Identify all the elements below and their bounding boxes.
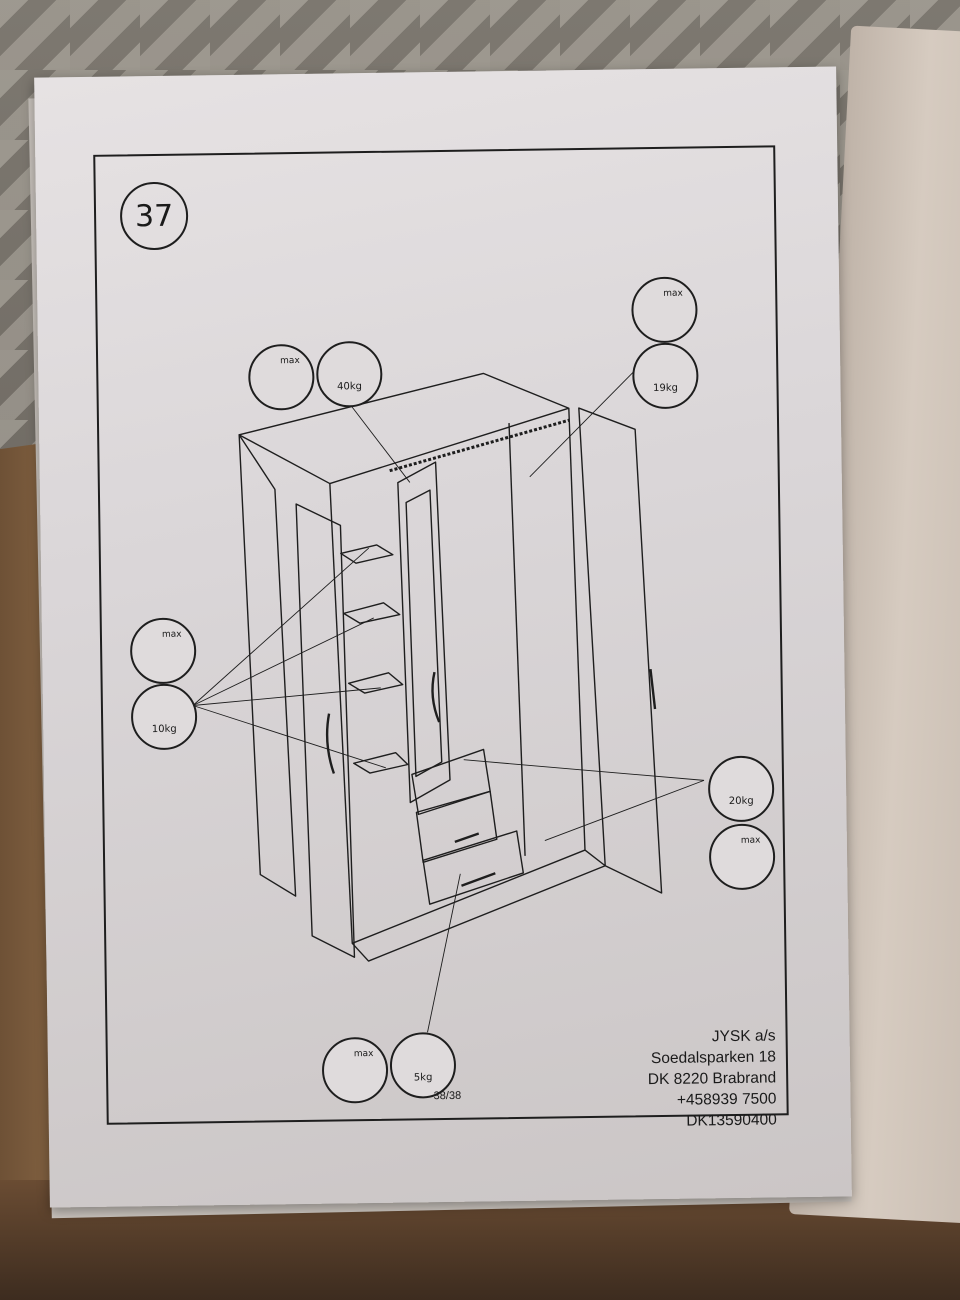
max-label: max [663, 288, 683, 299]
step-number-text: 37 [134, 198, 174, 234]
wardrobe-drawing [192, 358, 705, 1033]
company-name: JYSK a/s [711, 1027, 776, 1046]
weight-label-10kg: 10kg [151, 723, 177, 736]
company-address: JYSK a/s Soedalsparken 18 DK 8220 Brabra… [647, 1025, 777, 1132]
max-label: max [740, 835, 761, 846]
max-label: max [353, 1049, 374, 1060]
weight-label-20kg: 20kg [728, 795, 754, 808]
weight-label-40kg: 40kg [336, 381, 363, 393]
product-code: DK13590400 [686, 1111, 777, 1130]
max-label: max [280, 355, 300, 367]
weight-label-19kg: 19kg [653, 382, 679, 395]
weight-label-5kg: 5kg [413, 1072, 433, 1084]
max-label: max [161, 629, 182, 640]
page-frame: 37 max 40kg max 19kg max 10kg 20kg max [93, 145, 789, 1130]
company-street: Soedalsparken 18 [650, 1048, 777, 1068]
instruction-page: 37 max 40kg max 19kg max 10kg 20kg max [34, 66, 852, 1208]
